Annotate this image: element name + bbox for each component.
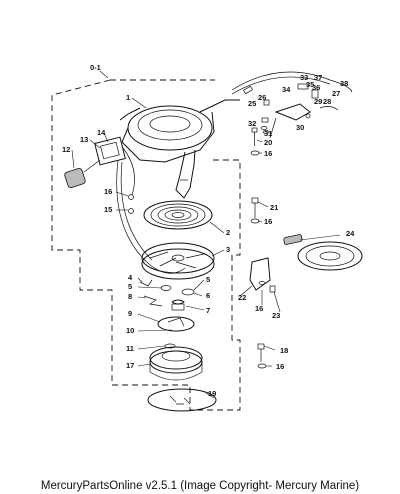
callout-18: 18	[280, 346, 288, 355]
callout-37: 37	[314, 73, 322, 82]
callout-16-e: 16	[276, 362, 284, 371]
callout-1: 1	[126, 93, 130, 102]
callout-31: 31	[264, 129, 272, 138]
callout-10: 10	[126, 326, 134, 335]
callout-2: 2	[226, 228, 230, 237]
rewind-spring	[143, 200, 213, 230]
bolts	[128, 127, 267, 369]
callout-26: 26	[258, 93, 266, 102]
lockout-cable	[283, 234, 363, 271]
callout-34: 34	[282, 85, 291, 94]
callout-35: 35	[306, 80, 314, 89]
callout-20: 20	[264, 138, 272, 147]
callout-14: 14	[97, 128, 106, 137]
callout-25: 25	[248, 99, 256, 108]
callout-16-d: 16	[255, 304, 263, 313]
mounting-bracket	[249, 257, 276, 293]
callout-38: 38	[340, 79, 348, 88]
callout-36: 36	[312, 83, 320, 92]
callout-9: 9	[128, 309, 132, 318]
base-plate	[147, 388, 217, 412]
callout-23: 23	[272, 311, 280, 320]
callout-24: 24	[346, 229, 355, 238]
callout-3: 3	[226, 245, 230, 254]
callout-5-a: 5	[128, 282, 132, 291]
callout-30: 30	[296, 123, 304, 132]
callout-21: 21	[270, 203, 278, 212]
assembly-boundary	[51, 79, 241, 411]
callout-13: 13	[80, 135, 88, 144]
callout-16-c: 16	[264, 149, 272, 158]
callout-7: 7	[206, 306, 210, 315]
callout-15: 15	[104, 205, 112, 214]
callout-27: 27	[332, 89, 340, 98]
rope-pulley	[141, 242, 215, 280]
callout-16-b: 16	[264, 217, 272, 226]
callout-29: 29	[314, 97, 322, 106]
drive-cup-assembly	[149, 316, 203, 381]
callout-6: 6	[206, 291, 210, 300]
callout-12: 12	[62, 145, 70, 154]
small-hardware	[139, 279, 195, 311]
callout-8: 8	[128, 292, 132, 301]
callout-11: 11	[126, 344, 134, 353]
linkage-assembly	[231, 71, 353, 139]
callouts: 0-1 1 14 13 12 16 15 2 3 4 5 5 8 6 7 9 1…	[62, 63, 355, 398]
callout-33: 33	[300, 73, 308, 82]
callout-32: 32	[248, 119, 256, 128]
leader-lines	[71, 70, 341, 399]
callout-5-b: 5	[206, 275, 210, 284]
copyright-footer: MercuryPartsOnline v2.5.1 (Image Copyrig…	[40, 480, 360, 492]
callout-17: 17	[126, 361, 134, 370]
callout-28: 28	[323, 97, 331, 106]
starter-handle-assembly	[64, 136, 135, 200]
starter-housing	[119, 99, 240, 199]
callout-assembly: 0-1	[90, 63, 101, 72]
callout-19: 19	[208, 389, 216, 398]
callout-4: 4	[128, 273, 133, 282]
callout-22: 22	[238, 293, 246, 302]
callout-16-a: 16	[104, 187, 112, 196]
starter-rope	[116, 159, 186, 274]
